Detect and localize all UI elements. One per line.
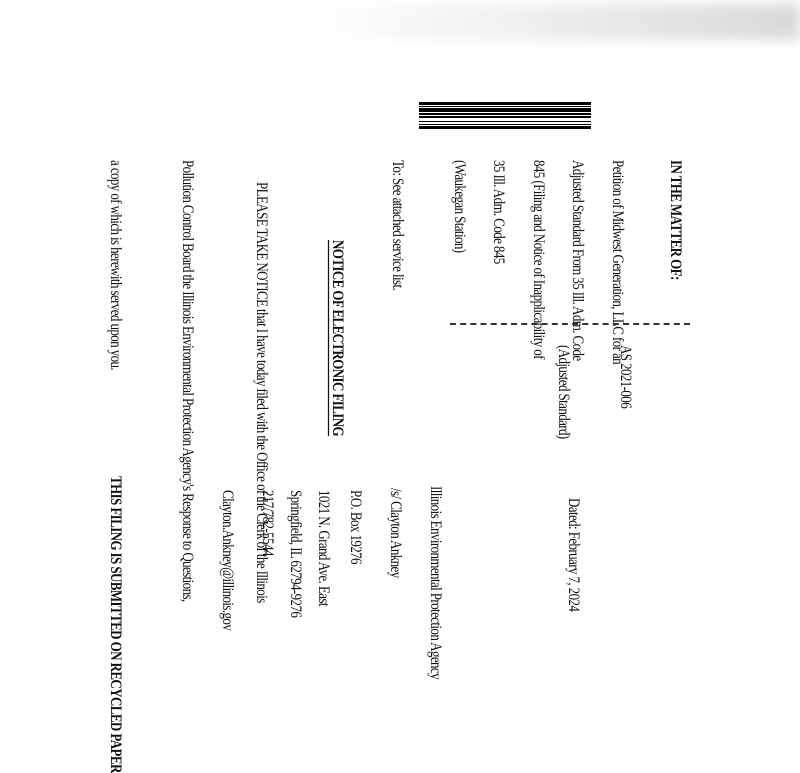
petition-line-2: Adjusted Standard From 35 Ill. Adm. Code <box>569 160 588 361</box>
barcode-stripe <box>419 106 591 107</box>
barcode-stripe <box>419 117 591 119</box>
agency-name: Illinois Environmental Protection Agency <box>427 486 446 679</box>
phone-number: 217/782-5544 <box>259 490 278 556</box>
barcode-stripe <box>419 118 591 120</box>
barcode-stripe <box>419 105 591 107</box>
notice-title: NOTICE OF ELECTRONIC FILING <box>329 240 348 437</box>
barcode-stripe <box>419 107 591 110</box>
barcode-stripe <box>419 111 591 113</box>
to-line: To: See attached service list. <box>389 160 408 291</box>
barcode-stripe <box>419 121 591 123</box>
barcode-stripe <box>419 118 591 119</box>
city-state-zip: Springfield, IL 62794-9276 <box>287 490 306 618</box>
barcode-stripe <box>419 127 591 129</box>
po-box: P.O. Box 19276 <box>347 490 366 564</box>
barcode-stripe <box>419 128 591 130</box>
barcode-stripe <box>419 128 591 129</box>
barcode-stripe <box>419 103 591 105</box>
scanned-document-page: IN THE MATTER OF: Petition of Midwest Ge… <box>107 4 800 773</box>
scan-shadow <box>300 4 800 40</box>
barcode <box>419 102 591 130</box>
caption-divider <box>450 323 690 327</box>
street-address: 1021 N. Grand Ave. East <box>315 490 334 606</box>
signature-name: /s/ Clayton Ankney <box>387 488 406 578</box>
petition-line-1: Petition of Midwest Generation, LLC for … <box>609 160 628 365</box>
body-line-3: a copy of which is herewith served upon … <box>107 160 126 371</box>
barcode-stripe <box>419 121 591 122</box>
barcode-stripe <box>419 112 591 114</box>
email-address: Clayton.Ankney@illinois.gov <box>219 490 238 631</box>
barcode-stripe <box>419 122 591 124</box>
barcode-stripe <box>419 114 591 116</box>
barcode-stripe <box>419 113 591 115</box>
barcode-stripe <box>419 109 591 111</box>
case-number: AS 2021-006 <box>617 345 636 409</box>
petition-line-5: (Waukegan Station) <box>451 160 470 253</box>
recycled-paper-footer: THIS FILING IS SUBMITTED ON RECYCLED PAP… <box>107 476 126 773</box>
petition-line-4: 35 Ill. Adm. Code 845 <box>490 160 509 264</box>
barcode-stripe <box>419 110 591 112</box>
barcode-stripe <box>419 124 591 126</box>
barcode-stripe <box>419 110 591 111</box>
matter-heading: IN THE MATTER OF: <box>667 160 686 280</box>
barcode-stripe <box>419 115 591 117</box>
barcode-stripe <box>419 102 591 104</box>
barcode-stripe <box>419 116 591 118</box>
barcode-stripe <box>419 125 591 128</box>
barcode-stripe <box>419 123 591 125</box>
case-type: (Adjusted Standard) <box>555 345 574 439</box>
barcode-stripe <box>419 104 591 106</box>
petition-line-3: 845 (Filing and Notice of Inapplicabilit… <box>530 160 549 359</box>
body-line-2: Pollution Control Board the Illinois Env… <box>179 160 198 602</box>
barcode-stripe <box>419 106 591 108</box>
dated-line: Dated: February 7, 2024 <box>565 498 584 612</box>
barcode-stripe <box>419 119 591 122</box>
barcode-stripe <box>419 125 591 126</box>
body-line-1: PLEASE TAKE NOTICE that I have today fil… <box>253 182 272 603</box>
